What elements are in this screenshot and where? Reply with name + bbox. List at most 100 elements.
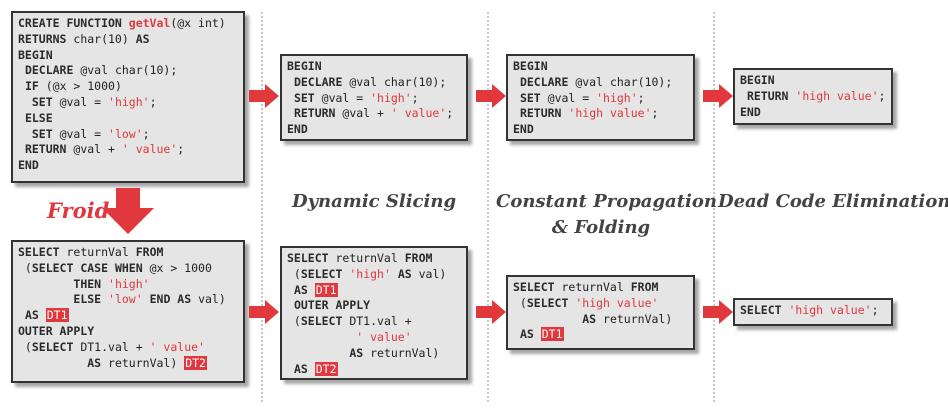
code-keyword: ELSE — [24, 110, 53, 125]
code-text — [18, 79, 25, 93]
code-line: (SELECT 'high' AS val) — [287, 267, 446, 281]
code-keyword: ELSE — [73, 292, 102, 307]
code-keyword: RETURN — [293, 106, 336, 121]
code-text: ; — [878, 88, 886, 103]
code-line: BEGIN — [18, 48, 53, 62]
code-table-alias: DT2 — [314, 361, 338, 376]
code-line: SELECT returnVal FROM — [18, 245, 163, 259]
column-divider-2 — [487, 12, 489, 402]
code-line: BEGIN — [740, 73, 775, 87]
code-keyword: DECLARE — [519, 74, 569, 89]
code-string: 'low' — [108, 126, 143, 141]
code-keyword: END — [513, 122, 534, 137]
code-line: ELSE 'low' END AS val) — [18, 292, 225, 307]
code-text — [18, 356, 87, 370]
code-keyword: OUTER APPLY — [18, 323, 95, 338]
code-text: returnVal — [328, 251, 405, 265]
froid-label: Froid — [47, 198, 110, 223]
udf-sliced-code: BEGIN DECLARE @val char(10); SET @val = … — [287, 59, 453, 138]
code-keyword: END — [18, 158, 39, 173]
code-text: ; — [411, 90, 419, 105]
code-text: ; — [177, 142, 185, 157]
code-text — [391, 267, 398, 281]
arrow-right-icon — [476, 300, 506, 324]
code-keyword: SET — [31, 126, 53, 141]
froid-down-arrow-icon — [102, 188, 154, 234]
code-line: DECLARE @val char(10); — [513, 75, 672, 89]
code-text — [18, 142, 25, 156]
sql-froid-code: SELECT returnVal FROM (SELECT CASE WHEN … — [18, 245, 226, 371]
code-text — [287, 330, 356, 344]
code-keyword: SET — [31, 94, 53, 109]
code-keyword: FROM — [404, 251, 433, 265]
udf-original-code: CREATE FUNCTION getVal(@x int) RETURNS c… — [18, 16, 226, 174]
code-text: @val = — [314, 90, 371, 105]
code-text: ( — [287, 314, 301, 329]
code-string: 'high value' — [575, 295, 659, 310]
code-text: @val char(10); — [342, 74, 447, 89]
code-keyword: SELECT — [740, 303, 782, 317]
code-keyword: BEGIN — [18, 47, 53, 62]
code-line: SET @val = 'low'; — [18, 127, 150, 141]
code-keyword: SELECT CASE WHEN — [31, 260, 143, 275]
code-text — [513, 75, 520, 89]
code-text: @val + — [335, 106, 391, 121]
code-line: DECLARE @val char(10); — [18, 63, 177, 77]
code-line: AS returnVal) DT2 — [18, 355, 207, 370]
code-line: RETURN 'high value'; — [740, 88, 886, 103]
code-text — [287, 75, 294, 89]
code-line: BEGIN — [513, 59, 548, 73]
udf-folded-box: BEGIN DECLARE @val char(10); SET @val = … — [506, 54, 695, 141]
sql-dce-box: SELECT 'high value'; — [733, 298, 893, 326]
code-text: returnVal) — [101, 355, 185, 370]
code-line: RETURN @val + ' value'; — [18, 142, 184, 156]
code-text — [18, 111, 25, 125]
code-text: ( — [18, 339, 32, 354]
code-text — [18, 292, 73, 306]
code-text — [143, 292, 150, 306]
code-keyword: AS — [293, 361, 308, 376]
code-line: DECLARE @val char(10); — [287, 75, 446, 89]
code-text — [18, 277, 73, 291]
code-text: ( — [18, 260, 32, 275]
code-keyword: SELECT — [300, 266, 343, 281]
arrow-right-icon — [703, 84, 733, 108]
code-text: @val char(10); — [73, 63, 178, 78]
code-keyword: DECLARE — [293, 74, 343, 89]
code-keyword: AS — [397, 266, 412, 281]
code-keyword: AS — [519, 327, 534, 342]
code-text — [287, 91, 294, 105]
code-text: ; — [446, 106, 454, 121]
code-keyword: FROM — [135, 245, 164, 259]
code-text — [101, 292, 108, 306]
arrow-right-icon — [249, 300, 279, 324]
sql-folded-box: SELECT returnVal FROM (SELECT 'high valu… — [506, 275, 695, 350]
code-string: 'low' — [108, 292, 143, 307]
code-text — [18, 127, 32, 141]
code-text: ; — [142, 126, 150, 141]
code-text: ( — [287, 266, 301, 281]
code-keyword: SELECT — [18, 245, 60, 259]
code-text — [287, 106, 294, 120]
code-keyword: THEN — [73, 276, 102, 291]
code-line: SELECT returnVal FROM — [513, 280, 658, 294]
code-line: (SELECT CASE WHEN @x > 1000 — [18, 261, 212, 275]
code-line: AS DT2 — [287, 361, 338, 376]
code-keyword: CREATE FUNCTION — [18, 16, 129, 30]
code-line: THEN 'high' — [18, 276, 149, 291]
code-text — [513, 327, 520, 341]
code-text: ; — [651, 106, 659, 121]
sql-froid-box: SELECT returnVal FROM (SELECT CASE WHEN … — [11, 240, 245, 383]
code-text: val) — [411, 266, 447, 281]
sql-sliced-box: SELECT returnVal FROM (SELECT 'high' AS … — [280, 246, 468, 380]
code-line: OUTER APPLY — [287, 298, 370, 312]
code-keyword: OUTER APPLY — [293, 298, 371, 313]
code-line: RETURN 'high value'; — [513, 106, 659, 121]
column-divider-3 — [713, 12, 715, 402]
column-divider-1 — [261, 12, 263, 402]
dynamic-slicing-label: Dynamic Slicing — [291, 191, 457, 212]
code-keyword: AS — [135, 31, 150, 46]
code-line: BEGIN — [287, 59, 322, 73]
code-line: CREATE FUNCTION getVal(@x int) — [18, 16, 226, 30]
code-line: RETURN @val + ' value'; — [287, 106, 453, 120]
